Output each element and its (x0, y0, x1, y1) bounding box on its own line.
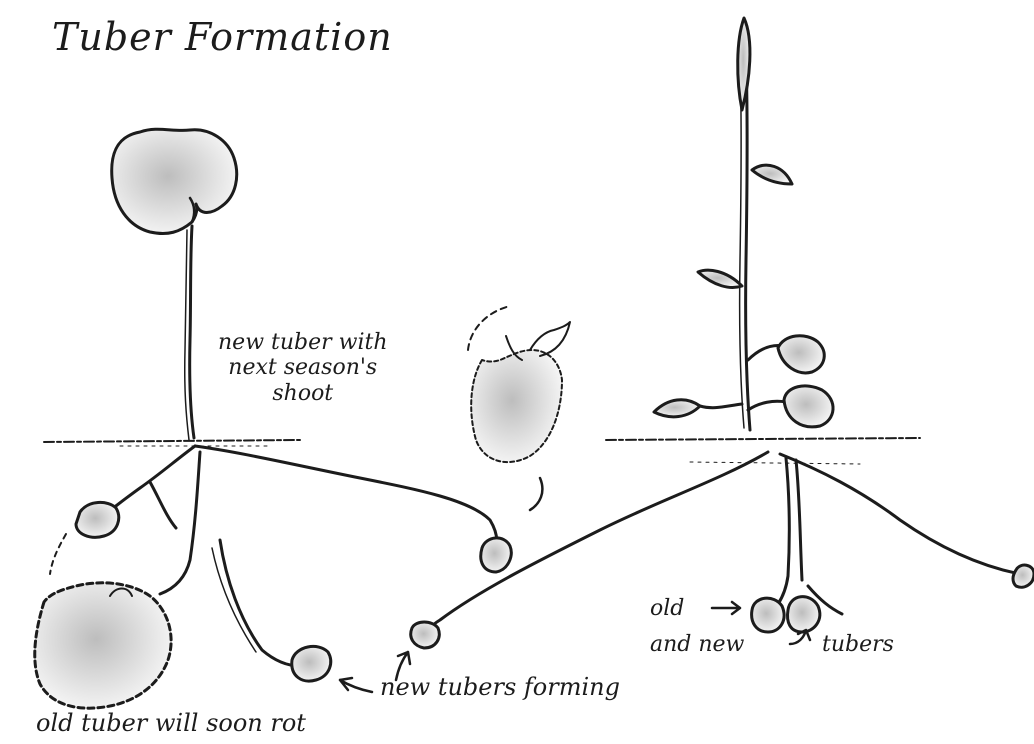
label-line: shoot (218, 381, 388, 406)
label-and-new: and new (650, 632, 744, 657)
arrow-old (712, 602, 740, 614)
label-new-tuber-with-shoot: new tuber with next season's shoot (218, 330, 388, 406)
round-leaf-bottom (784, 386, 833, 427)
ground-left (44, 440, 300, 442)
left-leaf (112, 129, 237, 233)
tuber-small-right (481, 538, 511, 572)
tuber-small-left (76, 502, 119, 537)
right-stem (746, 60, 750, 430)
label-line: new tuber with (218, 330, 388, 355)
label-old-tuber-rot: old tuber will soon rot (36, 710, 306, 738)
label-line: next season's (218, 355, 388, 380)
tuber-end-left (411, 622, 439, 648)
new-tuber-right (788, 597, 820, 632)
right-stolon-down (778, 458, 789, 604)
old-tuber (35, 583, 171, 708)
right-stolon-right (780, 454, 1020, 574)
new-tuber-inset (468, 306, 570, 510)
upper-leaf (752, 165, 792, 184)
left-stolon-right (195, 446, 497, 546)
tuber-end-right (1013, 565, 1034, 587)
arrow-new (790, 630, 810, 644)
label-new-tubers-forming: new tubers forming (380, 674, 620, 702)
left-stem (190, 226, 194, 438)
left-stolon-down (160, 452, 200, 594)
label-tubers: tubers (822, 632, 894, 657)
old-tuber-right (752, 598, 784, 632)
left-stolon-left (108, 446, 195, 512)
label-old: old (650, 596, 684, 621)
diagram-title: Tuber Formation (52, 16, 393, 60)
arrow-forming-bottom (340, 678, 372, 692)
side-leaf-lower (654, 400, 700, 417)
ground-right (606, 438, 920, 440)
tuber-forming-bottom (292, 646, 331, 681)
new-tuber-with-shoot (471, 350, 562, 462)
round-leaf-top (778, 336, 824, 373)
side-leaf-upper (698, 270, 742, 287)
right-stolon-left (424, 452, 768, 640)
